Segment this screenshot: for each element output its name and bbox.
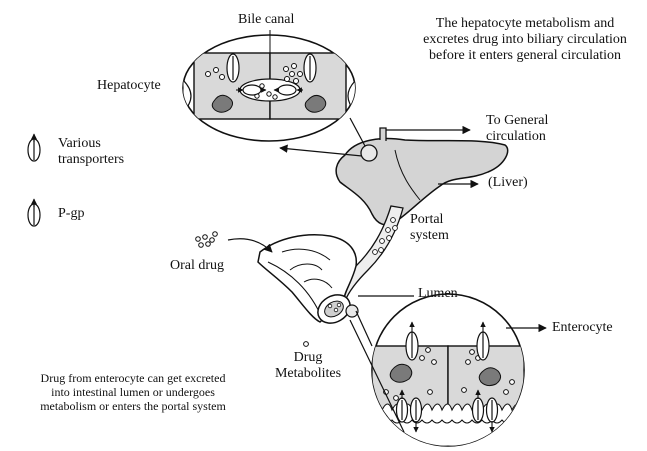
legend-various-transporters-icon: [28, 134, 40, 161]
legend-pgp-label: P-gp: [58, 206, 84, 222]
drug-metabolites-line-1: Drug: [268, 350, 348, 366]
bile-canal-label: Bile canal: [238, 12, 294, 28]
to-general-line-1: To General: [486, 113, 548, 129]
hepatocyte-note-line-1: The hepatocyte metabolism and: [400, 16, 647, 32]
legend-pgp-icon: [28, 199, 40, 226]
enterocyte-note-line-2: into intestinal lumen or undergoes: [2, 386, 264, 400]
legend-various-line-1: Various: [58, 136, 124, 152]
drug-metabolites-line-2: Metabolites: [268, 366, 348, 382]
enterocyte-note-line-3: metabolism or enters the portal system: [2, 400, 264, 414]
to-general-line-2: circulation: [486, 129, 548, 145]
portal-system-label: Portal system: [410, 212, 449, 244]
liver-label: (Liver): [488, 175, 528, 191]
legend-various-line-2: transporters: [58, 152, 124, 168]
enterocyte-label: Enterocyte: [552, 320, 613, 336]
drug-metabolite-dot: [304, 342, 309, 347]
lumen-label: Lumen: [418, 286, 458, 302]
portal-system-line-2: system: [410, 228, 449, 244]
to-general-circulation-label: To General circulation: [486, 113, 548, 145]
liver: [336, 128, 508, 225]
oral-drug-label: Oral drug: [170, 258, 224, 274]
intestine: [258, 235, 358, 329]
enterocyte-note-line-1: Drug from enterocyte can get excreted: [2, 372, 264, 386]
enterocyte-inset: [372, 294, 524, 446]
liver-hepatocyte-marker: [361, 145, 377, 161]
hepatocyte-inset: [183, 30, 356, 141]
hepatocyte-note: The hepatocyte metabolism and excretes d…: [400, 16, 647, 64]
hepatocyte-note-line-3: before it enters general circulation: [400, 48, 647, 64]
hepatocyte-note-line-2: excretes drug into biliary circulation: [400, 32, 647, 48]
legend-various-transporters-label: Various transporters: [58, 136, 124, 168]
drug-metabolites-label: Drug Metabolites: [268, 350, 348, 382]
oral-drug-dots: [196, 232, 218, 248]
enterocyte-note: Drug from enterocyte can get excreted in…: [2, 372, 264, 413]
hepatocyte-label: Hepatocyte: [97, 78, 161, 94]
portal-system-line-1: Portal: [410, 212, 449, 228]
